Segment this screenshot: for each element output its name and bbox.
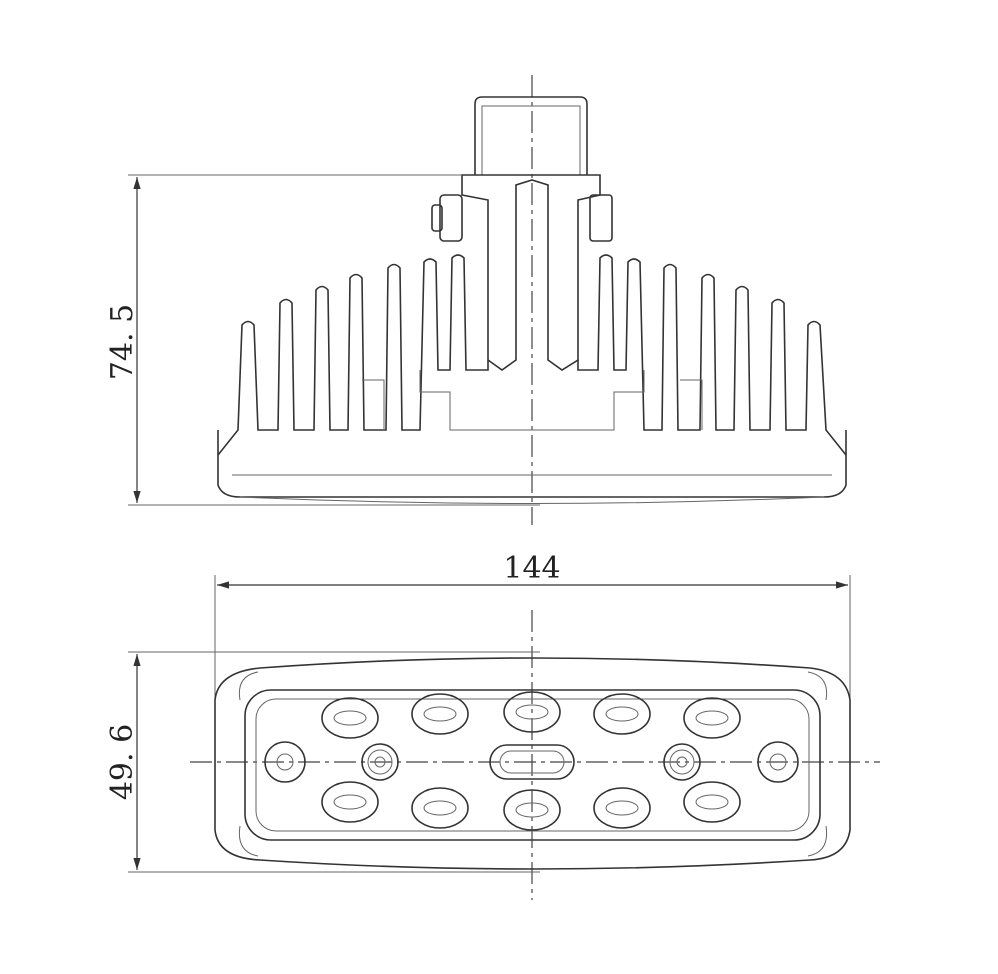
nut <box>439 194 463 242</box>
dimension-label-width: 144 <box>503 551 560 586</box>
front-view: 144 49. 6 <box>105 551 880 900</box>
lens-frame <box>244 689 821 841</box>
side-view: 74. 5 <box>105 75 847 525</box>
mounting-bracket <box>474 96 588 175</box>
led-array <box>264 691 799 831</box>
housing-base <box>217 430 847 498</box>
dimension-label-height-side: 74. 5 <box>105 304 140 380</box>
heatsink-fins <box>217 254 847 456</box>
screws <box>361 743 701 781</box>
mount-post <box>461 174 601 371</box>
dimension-label-height-front: 49. 6 <box>105 724 140 800</box>
housing-outline <box>214 657 851 870</box>
center-slot <box>489 744 575 780</box>
